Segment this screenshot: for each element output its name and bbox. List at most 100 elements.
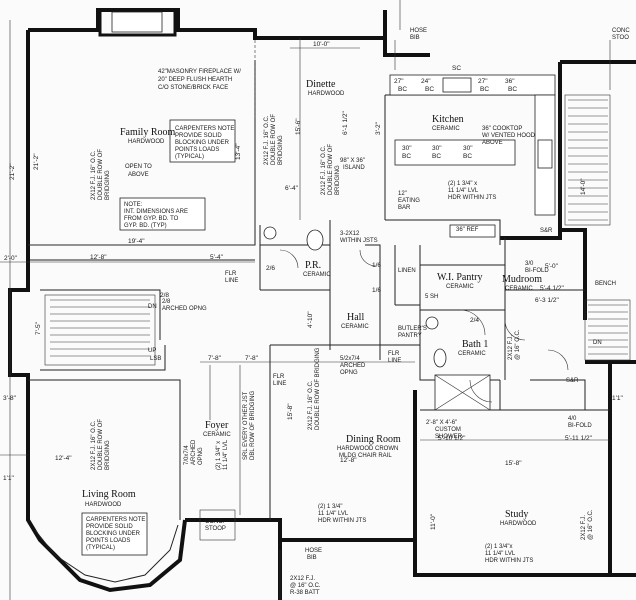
note-line: GYP. BD. (TYP) [124,223,167,229]
note-line: ABOVE [128,172,149,178]
arched-label-1: 2/8 [162,299,171,305]
note-line: NOTE: [124,202,143,208]
note-line: @ 16" O.C. [515,329,521,360]
dim-text: BC [480,86,489,93]
note-box-carpenter-living: CARPENTERS NOTE PROVIDE SOLID BLOCKING U… [81,512,148,556]
note-line: DOUBLE ROW OF BRIDGING [315,347,321,430]
note-line: OPEN TO [125,164,152,170]
dim-text: 30" [432,145,442,152]
dim-text: 3'-2" [375,121,382,135]
stair-main [44,294,156,366]
dining-header-note: (2) 1 3/4" 11 1/4" LVL HDR WITHIN JTS [318,504,366,524]
note-line: CONC. [205,519,225,525]
flr-line-1: FLR [273,374,285,380]
dim-text: 10'-0" [313,41,330,48]
room-floor-hall: CERAMIC [341,324,369,330]
note-line: 3-2X12 [340,231,360,237]
note-line: (2) 1 3/4" x [216,441,222,470]
dimension-labels: 10'-0" 19'-4" 12'-8" 6'-4" 2'-0" 5'-4" 1… [3,41,623,482]
study-header-note: (2) 1 3/4"x 11 1/4" LVL HDR WITHIN JTS [485,544,533,564]
dim-text: 15'-8" [287,403,294,420]
stoop-note: CONC. STOOP [205,519,226,532]
dim-text: 12'-8" [340,457,357,464]
dim-text: 5'-11 1/2" [565,435,593,442]
note-line: 2X12 F.J. 16" O.C. [308,380,314,430]
note-line: HDR WITHIN JTS [448,195,496,201]
joist-callout-dinette: 2X12 F.J. 16" O.C. DOUBLE ROW OF BRIDGIN… [321,144,341,195]
note-line: R-38 BATT [290,590,320,596]
room-floor-dinette: HARDWOOD [308,91,345,97]
note-line: SHOWER [435,434,463,440]
room-floor-pr: CERAMIC [303,272,331,278]
shower-note: 2'-8" X 4'-6" CUSTOM SHOWER [426,420,463,440]
note-line: 42"MASONRY FIREPLACE W/ [158,69,241,75]
arched-label-2: 5/2x7/4 [340,356,360,362]
flr-line-1b: LINE [273,381,286,387]
room-floor-study: HARDWOOD [500,521,537,527]
dim-text: BC [398,86,407,93]
dim-text: BC [432,153,441,160]
note-box-carpenter-family: CARPENTERS NOTE PROVIDE SOLID BLOCKING U… [169,119,236,163]
note-line: HDR WITHIN JTS [318,518,366,524]
dim-text: 27" [394,78,404,85]
flr-line-3b: LINE [225,278,238,284]
note-line: 2X12 F.J. 16" O.C. [321,145,327,195]
note-line: DOUBLE ROW OF [271,114,277,165]
note-line: HDR WITHIN JTS [485,558,533,564]
room-label-living-room: Living Room [82,489,136,500]
dim-text: 12'-4" [55,455,72,462]
room-floor-dining-room: HARDWOOD CROWN [337,446,398,452]
note-line: 98" X 36" [340,158,365,164]
note-line: BRIDGING [278,135,284,165]
hose-bib-top-note: HOSE BIB [410,28,427,41]
note-line: POINTS LOADS [175,147,219,153]
note-line: FROM GYP. BD. TO [124,216,179,222]
note-line: POINTS LOADS [86,538,130,544]
note-line: ARCHED [191,439,197,465]
dimension-lines [0,0,611,600]
dim-text: 15'-8" [505,460,522,467]
note-line: BRIDGING [335,165,341,195]
dim-text: 14'-0" [580,178,587,195]
room-label-family-room: Family Room [120,127,176,138]
note-line: (2) 1 3/4"x [485,544,512,550]
note-line: BRIDGING [105,440,111,470]
dim-text: 21'-2" [33,153,40,170]
dim-text: 2/6 [266,265,275,272]
note-line: BLOCKING UNDER [86,531,141,537]
note-line: W/ VENTED HOOD [482,133,536,139]
note-line: 36" COOKTOP [482,126,522,132]
pr-fixtures [263,226,324,251]
dim-text: 27" [478,78,488,85]
room-label-study: Study [505,509,528,520]
note-line: 11 1/4" LVL [318,511,349,517]
note-line: 2X12 F.J. [290,576,315,582]
dim-text: 19'-4" [128,238,145,245]
bifold-label-1b: BI-FOLD [525,268,549,274]
note-line: 20" DEEP FLUSH HEARTH [158,77,232,83]
note-line: 11 1/4" LVL [448,188,479,194]
note-line: @ 16" O.C. [290,583,321,589]
note-line: CARPENTERS NOTE [86,517,145,523]
flr-line-2b: LINE [388,358,401,364]
note-line: C/O STONE/BRICK FACE [158,85,228,91]
bifold-label-2b: BI-FOLD [568,423,592,429]
note-line: HOSE [410,28,427,34]
note-line: 2X12 F.J. [508,335,514,360]
note-line: BAR [398,205,411,211]
joist-callout-study: 2X12 F.J. @ 16" O.C. [581,509,594,540]
joist-callout-living: 2X12 F.J. 16" O.C. DOUBLE ROW OF BRIDGIN… [91,419,111,470]
lsb-label: LSB [150,356,161,362]
arched-label-2c: OPNG [340,370,358,376]
dim-text: 7'-8" [245,355,259,362]
front-stoop [199,509,236,541]
room-floor-family-room: HARDWOOD [128,139,165,145]
arched-label-1b: ARCHED OPNG [162,306,207,312]
dim-text: 5'-10 1/2" [438,435,466,442]
dim-text: BC [402,153,411,160]
note-line: 2'-8" X 4'-6" [426,420,457,426]
arched-callout-3: 7/0x7/4 ARCHED OPNG [184,439,204,465]
dim-text: 30" [402,145,412,152]
dim-text: 1'1" [3,475,14,482]
joist-callout-family: 2X12 F.J. 16" O.C. DOUBLE ROW OF BRIDGIN… [91,149,111,200]
